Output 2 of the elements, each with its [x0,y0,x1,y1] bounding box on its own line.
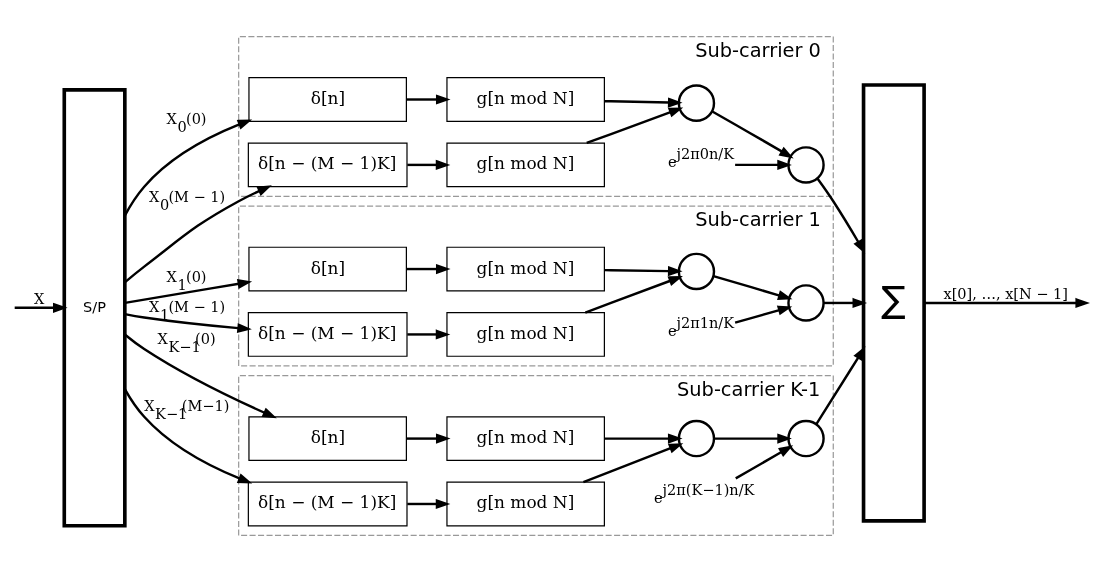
edge-label: X [34,290,45,307]
edge-label: x[0], …, x[N − 1] [943,285,1069,302]
